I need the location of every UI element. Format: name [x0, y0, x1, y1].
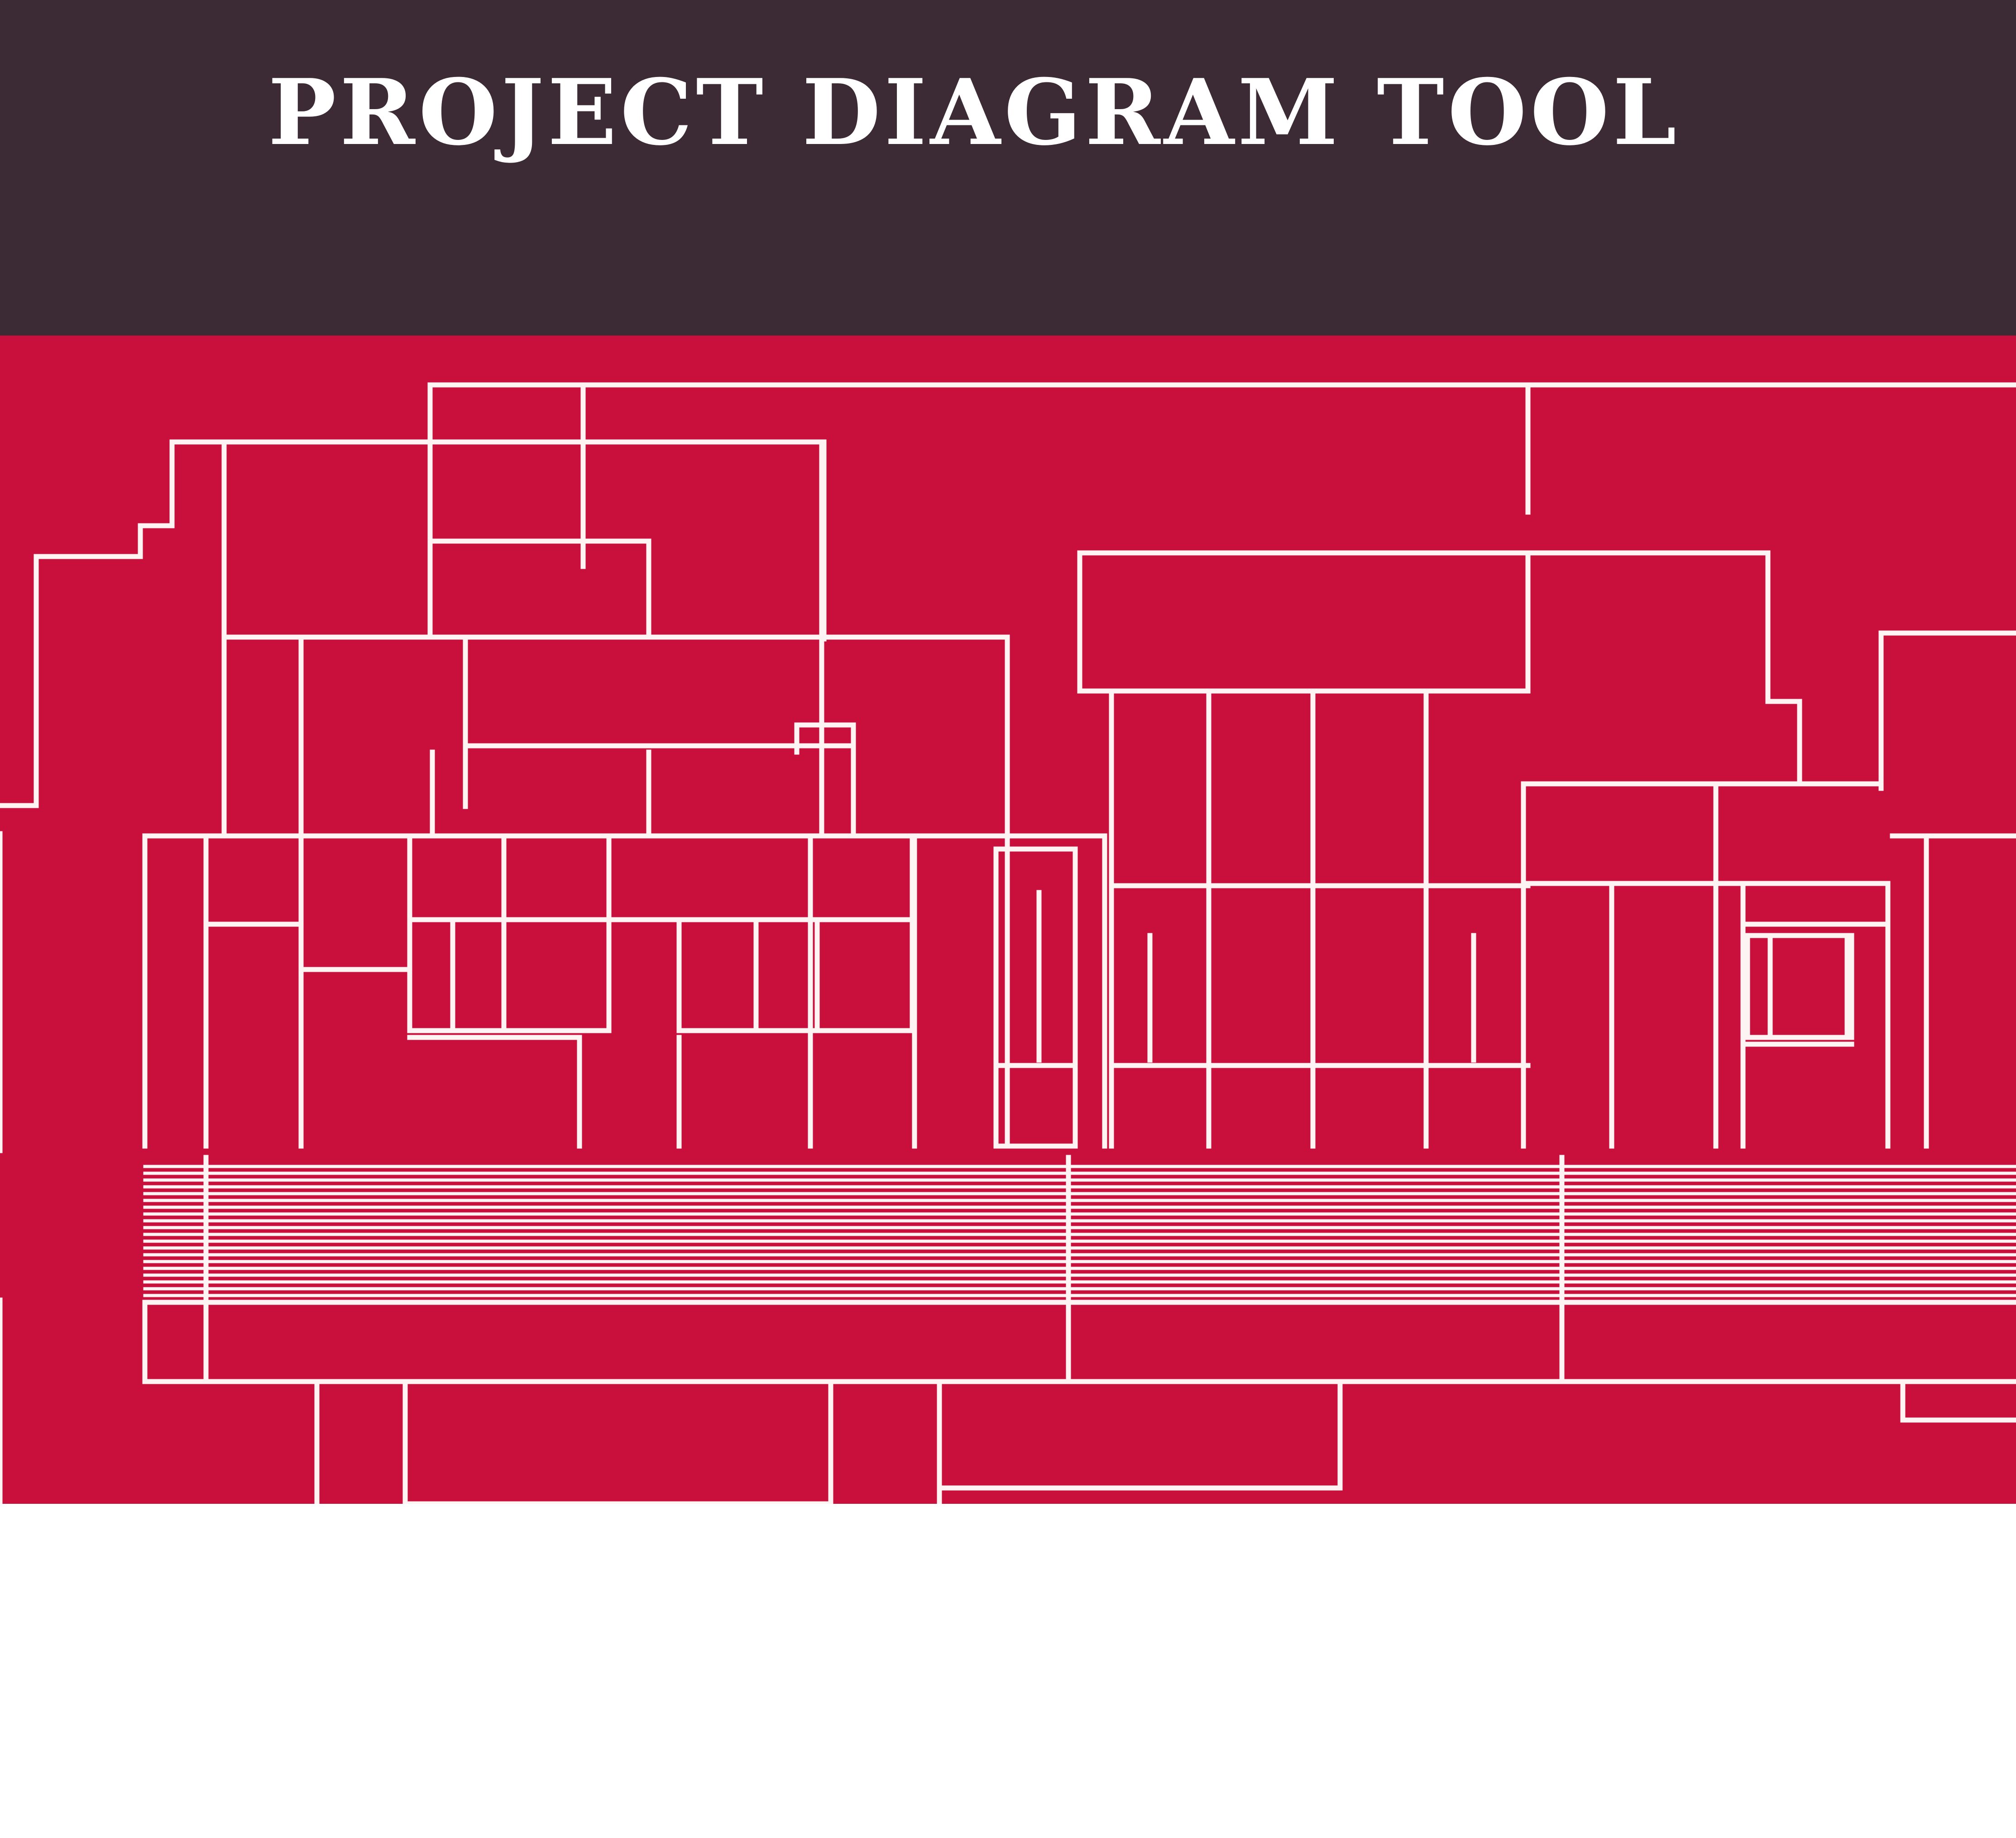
app-header: PROJECT DIAGRAM TOOL: [0, 0, 2016, 336]
right-columns: [1521, 781, 2016, 1149]
app-title: PROJECT DIAGRAM TOOL: [268, 59, 1680, 166]
grid-row-top: [142, 833, 1107, 1149]
diagram-stripe-band: [143, 1155, 2016, 1380]
diagram-room-grid: [142, 688, 2016, 1149]
diagram-canvas[interactable]: [0, 336, 2016, 1504]
diagram-bottom-blocks: [0, 831, 2016, 1504]
top-outline: [427, 382, 2016, 565]
top-center-block: [1077, 550, 1531, 694]
narrow-column-left: [993, 846, 1078, 1149]
grid-left-lower: [407, 833, 917, 1149]
right-upper-block: [1521, 550, 2016, 1149]
stripe-lines-white: [143, 1171, 2016, 1297]
stripe-dividers: [203, 1155, 1565, 1380]
grid-left-inner: [203, 833, 917, 1149]
bottom-outline: [0, 831, 2016, 1504]
grid-left-verticals: [142, 833, 612, 1149]
left-tower: [0, 439, 827, 808]
stripe-lines-blue: [143, 1165, 2016, 1291]
center-columns: [1109, 688, 1531, 1149]
upper-left-block: [221, 439, 1010, 1149]
diagram-drawing[interactable]: [0, 336, 2016, 1504]
bottom-rooms: [314, 1379, 2016, 1504]
blank-footer-area: [0, 1504, 2016, 1838]
